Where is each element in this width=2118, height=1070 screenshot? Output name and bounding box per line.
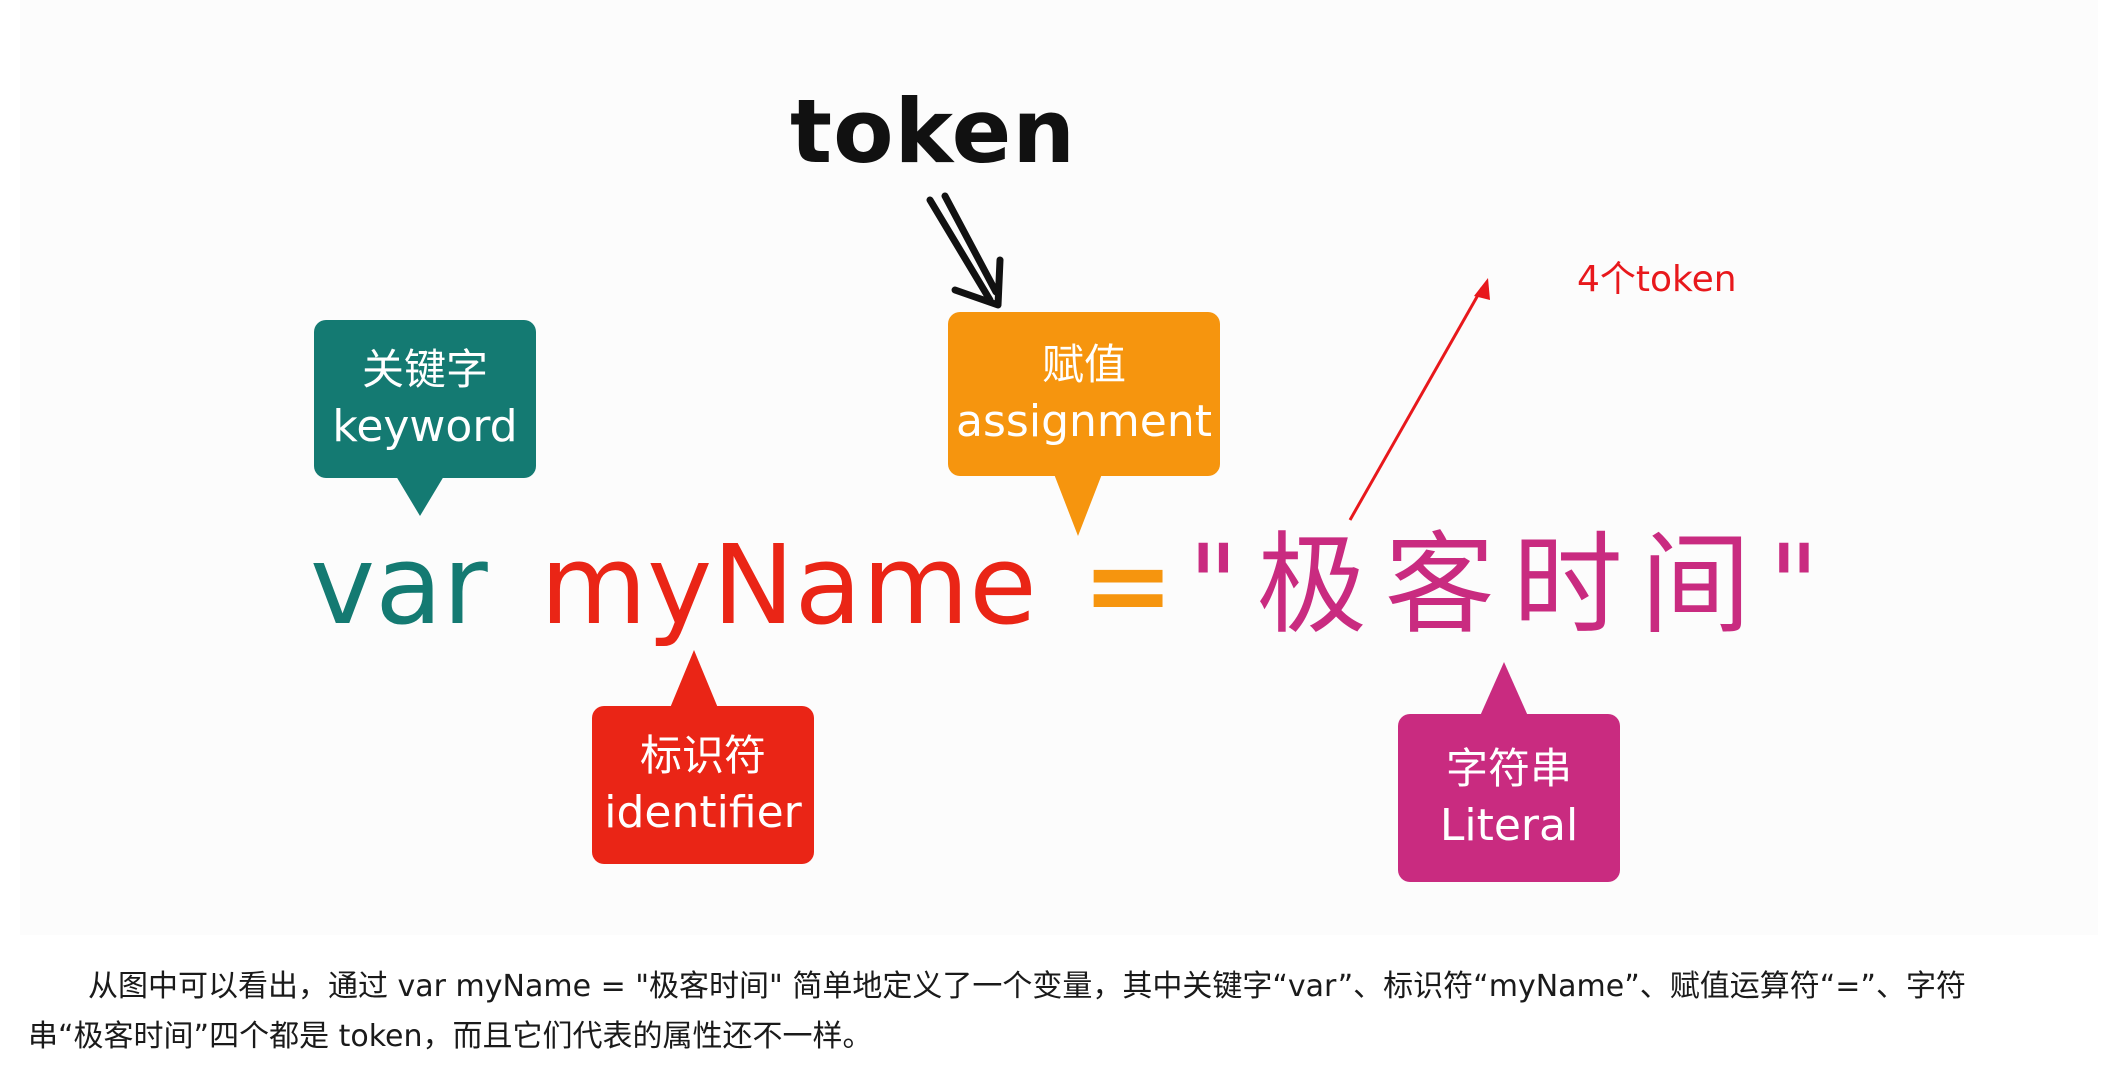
keyword-bubble-zh: 关键字 (361, 345, 488, 395)
count-arrow (1348, 278, 1490, 521)
code-identifier: myName (540, 521, 1037, 649)
literal-bubble-zh: 字符串 (1445, 744, 1572, 794)
keyword-bubble: 关键字 keyword (314, 320, 536, 516)
arrows-layer (926, 192, 1490, 521)
token-title: token (790, 80, 1077, 183)
paragraph-line-2: 串“极客时间”四个都是 token，而且它们代表的属性还不一样。 (28, 1019, 873, 1054)
identifier-bubble-zh: 标识符 (639, 731, 766, 781)
code-string-literal: "极客时间" (1188, 521, 1838, 649)
explanation-paragraph: 从图中可以看出，通过 var myName = "极客时间" 简单地定义了一个变… (28, 962, 2090, 1062)
code-statement: var myName = "极客时间" (0, 520, 2118, 650)
assignment-bubble: 赋值 assignment (948, 312, 1220, 536)
token-count-label: 4个token (1577, 259, 1737, 300)
assignment-bubble-zh: 赋值 (1041, 340, 1126, 390)
keyword-bubble-en: keyword (332, 400, 518, 452)
token-arrow (926, 192, 1004, 309)
assignment-bubble-en: assignment (956, 395, 1212, 447)
literal-bubble: 字符串 Literal (1398, 662, 1620, 882)
identifier-bubble: 标识符 identifier (592, 650, 814, 864)
code-assign-operator: = (1082, 521, 1175, 649)
literal-bubble-en: Literal (1439, 799, 1579, 851)
code-keyword: var (310, 521, 488, 649)
paragraph-line-1: 从图中可以看出，通过 var myName = "极客时间" 简单地定义了一个变… (88, 969, 1966, 1004)
identifier-bubble-en: identifier (604, 786, 802, 838)
